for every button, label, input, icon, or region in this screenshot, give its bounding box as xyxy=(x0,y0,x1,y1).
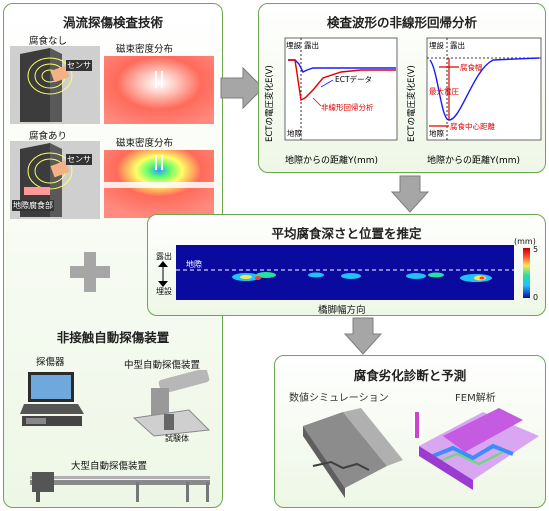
eddy-current-title: 渦流探傷検査技術 xyxy=(62,15,163,30)
colorbar xyxy=(523,248,530,298)
chart1-ground-label: 地際 xyxy=(287,128,302,138)
simulation-image xyxy=(283,406,407,502)
fem-label: FEM解析 xyxy=(455,393,496,404)
arrow-down-icon-1 xyxy=(390,175,430,213)
arrow-down-icon-2 xyxy=(343,317,383,355)
medium-device-label: 中型自動探傷装置 xyxy=(124,360,201,371)
chart2-ground-label: 地際 xyxy=(429,128,444,138)
large-device-image xyxy=(16,470,216,504)
legend-fit: 非線形回帰分析 xyxy=(321,102,374,112)
arrow-right-icon xyxy=(220,66,264,110)
chart1-exposed-label: 露出 xyxy=(304,40,319,50)
corrosion-part-label: 地際腐食部 xyxy=(12,200,54,211)
sensor-probe-image-no-corrosion xyxy=(10,46,100,124)
chart2-exposed-label: 露出 xyxy=(450,40,465,50)
no-corrosion-label: 腐食なし xyxy=(29,36,68,47)
sensor-label-1: センサ xyxy=(66,60,92,71)
max-voltage-label: 最大電圧 xyxy=(429,86,459,96)
exposed-label: 露出 xyxy=(156,252,172,261)
flux-density-label-2: 磁束密度分布 xyxy=(116,138,174,149)
ect-data-chart: ECTの電圧変化E(V) 埋設 露出 地際 ECTデータ 非線形回帰分析 地際か… xyxy=(264,37,398,166)
chart2-xlabel: 地際からの距離Y(mm) xyxy=(427,154,520,166)
buried-label: 埋設 xyxy=(156,287,172,296)
ect-data-curve xyxy=(288,59,396,73)
chart1-buried-label: 埋設 xyxy=(286,40,301,50)
with-corrosion-label: 腐食あり xyxy=(29,131,68,142)
center-distance-label: 腐食中心距離 xyxy=(450,121,495,131)
up-down-arrow-icon xyxy=(158,261,168,287)
sensor-label-2: センサ xyxy=(66,154,92,165)
noncontact-device-title: 非接触自動探傷装置 xyxy=(56,330,170,345)
colorbar-max: 5 xyxy=(533,245,539,254)
flux-density-map-1 xyxy=(104,56,214,124)
flaw-detector-label: 探傷器 xyxy=(36,357,65,368)
pier-width-axis-label: 橋脚幅方向 xyxy=(318,305,366,316)
flux-density-map-2 xyxy=(104,150,214,218)
plus-icon xyxy=(70,252,110,292)
colorbar-min: 0 xyxy=(533,293,539,302)
chart1-ylabel: ECTの電圧変化E(V) xyxy=(264,65,275,142)
corrosion-heatmap xyxy=(176,245,514,300)
regression-feature-chart: ECTの電圧変化E(V) 埋設 露出 地際 腐食幅 最大電圧 腐食中心距離 地際… xyxy=(406,37,542,166)
colorbar-unit: (mm) xyxy=(514,237,536,246)
medium-device-image xyxy=(129,370,219,438)
corrosion-width-label: 腐食幅 xyxy=(460,62,483,72)
corrosion-estimation-title: 平均腐食深さと位置を推定 xyxy=(271,226,422,241)
chart2-ylabel: ECTの電圧変化E(V) xyxy=(406,65,417,142)
chart2-buried-label: 埋設 xyxy=(429,40,444,50)
large-device-label: 大型自動探傷装置 xyxy=(71,461,148,472)
regression-analysis-title: 検査波形の非線形回帰分析 xyxy=(326,15,477,30)
nonlinear-fit-curve xyxy=(288,59,396,102)
fem-analysis-image xyxy=(413,406,541,502)
flaw-detector-image xyxy=(18,368,88,430)
legend-ect-data: ECTデータ xyxy=(335,74,372,84)
chart1-xlabel: 地際からの距離Y(mm) xyxy=(285,154,378,166)
simulation-label: 数値シミュレーション xyxy=(289,393,389,404)
flux-density-label-1: 磁束密度分布 xyxy=(116,44,174,55)
degradation-diagnosis-panel: 腐食劣化診断と予測 数値シミュレーション FEM解析 xyxy=(274,355,546,508)
specimen-label: 試験体 xyxy=(165,434,189,443)
chart1-plot-area xyxy=(284,37,398,141)
ground-line-label: 地際 xyxy=(186,260,202,269)
degradation-diagnosis-title: 腐食劣化診断と予測 xyxy=(353,368,467,383)
chart2-plot-area xyxy=(426,37,542,141)
corrosion-estimation-panel: 平均腐食深さと位置を推定 露出 埋設 地際 (mm) 5 0 橋脚幅方向 xyxy=(147,214,546,316)
regression-analysis-panel: 検査波形の非線形回帰分析 ECTの電圧変化E(V) 埋設 露出 地際 ECTデー… xyxy=(258,3,546,173)
